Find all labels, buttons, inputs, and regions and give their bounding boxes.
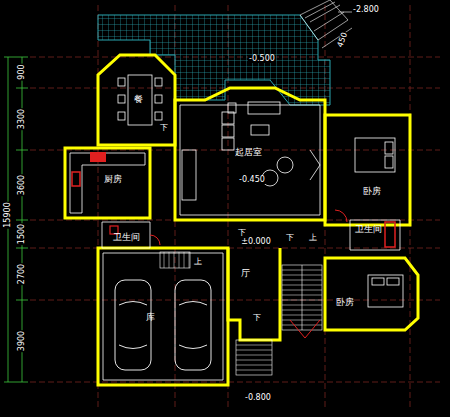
stair-step (282, 305, 322, 306)
dining-room: 餐 (132, 94, 145, 106)
dimension: 3900 (18, 330, 26, 352)
elevation: -0.500 (248, 55, 276, 63)
room-label: 库 (146, 313, 155, 323)
stair-mark: 下 (159, 124, 169, 132)
stair-step (282, 290, 322, 291)
bedroom: 卧房 (334, 297, 356, 309)
room-label: 卧房 (363, 187, 381, 197)
dimension: 15900 (4, 201, 12, 228)
stair-step (282, 280, 322, 281)
stair-step (282, 320, 322, 321)
stair-mark: 下 (237, 229, 247, 237)
stair-mark: 下 (285, 234, 295, 242)
stair-step (179, 252, 180, 268)
stair-step (236, 345, 272, 346)
stair-step (282, 295, 322, 296)
dimension: 2700 (18, 263, 26, 285)
stair-step (236, 355, 272, 356)
stair-step (184, 252, 185, 268)
room-label: 卧房 (336, 298, 354, 308)
room-label: 餐 (134, 95, 143, 105)
stair-step (174, 252, 175, 268)
bedroom: 卧房 (361, 186, 383, 198)
stair-step (236, 360, 272, 361)
dimension: 450 (336, 31, 349, 50)
bathroom: 卫生间 (353, 224, 384, 236)
elevation: ±0.000 (240, 238, 272, 246)
stair-step (189, 252, 190, 268)
hall: 厅 (239, 268, 252, 280)
living-room: 起居室 (233, 147, 264, 159)
stair-step (164, 252, 165, 268)
stair-step (282, 270, 322, 271)
room-label: 厨房 (104, 175, 122, 185)
dimension: 3600 (18, 174, 26, 196)
room-label: 卫生间 (355, 225, 382, 235)
elevation: -0.450 (238, 176, 266, 184)
elevation: -2.800 (352, 6, 380, 14)
stair-step (282, 310, 322, 311)
room-label: 厅 (241, 269, 250, 279)
bathroom: 卫生间 (111, 232, 142, 244)
garage: 库 (144, 312, 157, 324)
stair-step (282, 275, 322, 276)
dimension: 3300 (18, 108, 26, 130)
stair-mark: 下 (252, 314, 262, 322)
stair-step (236, 365, 272, 366)
elevation: -0.800 (244, 394, 272, 402)
room-label: 卫生间 (113, 233, 140, 243)
stair-step (282, 315, 322, 316)
room-label: 起居室 (235, 148, 262, 158)
stair-step (282, 300, 322, 301)
stair-mark: 上 (193, 258, 203, 266)
kitchen: 厨房 (102, 174, 124, 186)
stair-step (169, 252, 170, 268)
stair-mark: 上 (308, 234, 318, 242)
stair-step (282, 285, 322, 286)
stair-step (236, 370, 272, 371)
stair-step (236, 350, 272, 351)
dimension: 900 (18, 63, 26, 80)
dimension: 1500 (18, 223, 26, 245)
